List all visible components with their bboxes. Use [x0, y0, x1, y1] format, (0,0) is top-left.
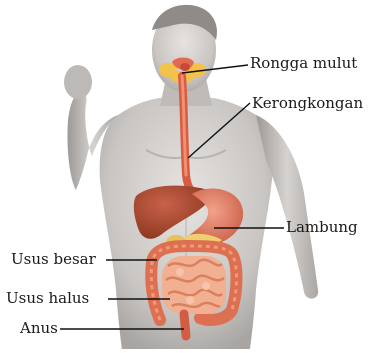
- label-anus: Anus: [20, 321, 58, 336]
- label-esophagus: Kerongkongan: [252, 96, 363, 111]
- label-large-intestine: Usus besar: [11, 252, 96, 267]
- label-stomach: Lambung: [286, 220, 358, 235]
- small-intestine: [162, 256, 226, 314]
- label-mouth: Rongga mulut: [250, 56, 357, 71]
- label-small-intestine: Usus halus: [6, 291, 89, 306]
- rectum: [184, 314, 186, 336]
